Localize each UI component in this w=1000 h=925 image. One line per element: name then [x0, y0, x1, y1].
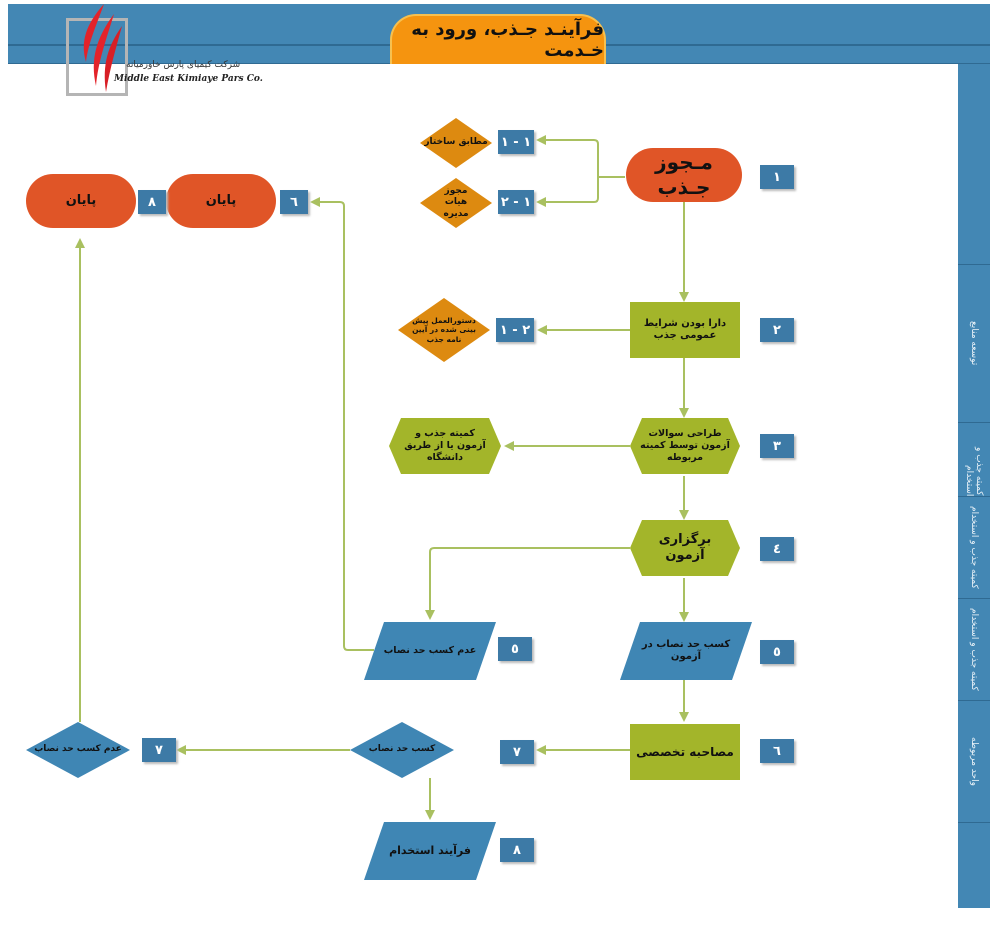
connector-n4-n5fail — [425, 547, 630, 620]
node-n2_1-shape[interactable] — [398, 298, 490, 362]
logo-company-name-en: Middle East Kimiaye Pars Co. — [114, 74, 263, 84]
lane-label: کمیته جذب و استخدام — [969, 505, 979, 589]
step-badge-n7: ۷ — [500, 740, 534, 764]
node-n1_2-shape[interactable] — [420, 178, 492, 228]
lane-divider — [958, 264, 990, 265]
connector-n5fail-n6end — [310, 197, 374, 651]
node-n7-shape[interactable] — [350, 722, 454, 778]
lane-divider — [958, 496, 990, 497]
node-n3-shape[interactable] — [630, 418, 740, 474]
step-badge-n1_2: ۱ - ۲ — [498, 190, 534, 214]
lane-label: توسعه منابع — [969, 320, 979, 366]
lane-label: واحد مربوطه — [969, 736, 979, 786]
step-badge-n4: ٤ — [760, 537, 794, 561]
node-n1_1-shape[interactable] — [420, 118, 492, 168]
connector-n1-n1_2 — [536, 177, 599, 207]
node-n6end-shape[interactable] — [166, 174, 276, 228]
page-title: فرآینـد جـذب، ورود به خـدمت — [390, 14, 606, 64]
step-badge-n5fail: ٥ — [498, 637, 532, 661]
node-n7fail-shape[interactable] — [26, 722, 130, 778]
node-n5fail-shape[interactable] — [364, 622, 496, 680]
lane-divider — [958, 822, 990, 823]
lane-divider — [958, 422, 990, 423]
logo-flame-icon — [83, 4, 122, 92]
step-badge-n1_1: ۱ - ۱ — [498, 130, 534, 154]
lane-divider — [958, 598, 990, 599]
node-n3side-shape[interactable] — [389, 418, 501, 474]
lane-divider — [958, 700, 990, 701]
step-badge-n2: ۲ — [760, 318, 794, 342]
node-n2-shape[interactable] — [630, 302, 740, 358]
step-badge-n1: ۱ — [760, 165, 794, 189]
node-n6-shape[interactable] — [630, 724, 740, 780]
lane-label: کمیته جذب و استخدام — [964, 447, 984, 496]
step-badge-n8end: ۸ — [138, 190, 166, 214]
node-n1-shape[interactable] — [626, 148, 742, 202]
step-badge-n7fail: ۷ — [142, 738, 176, 762]
step-badge-n3: ۳ — [760, 434, 794, 458]
connector-n1-n1_1 — [536, 135, 625, 178]
lane-label: کمیته جذب و استخدام — [969, 607, 979, 691]
step-badge-n5pass: ٥ — [760, 640, 794, 664]
logo-company-name-fa: شرکت کیمیای پارس خاورمیانه — [126, 60, 241, 70]
lane-sidebar: توسعه منابع کمیته جذب و استخدام کمیته جذ… — [958, 64, 990, 908]
node-n4-shape[interactable] — [630, 520, 740, 576]
step-badge-n2_1: ۲ - ۱ — [496, 318, 534, 342]
step-badge-n6: ٦ — [760, 739, 794, 763]
step-badge-n6end: ٦ — [280, 190, 308, 214]
node-n8end-shape[interactable] — [26, 174, 136, 228]
node-n8-shape[interactable] — [364, 822, 496, 880]
node-n5pass-shape[interactable] — [620, 622, 752, 680]
step-badge-n8: ۸ — [500, 838, 534, 862]
